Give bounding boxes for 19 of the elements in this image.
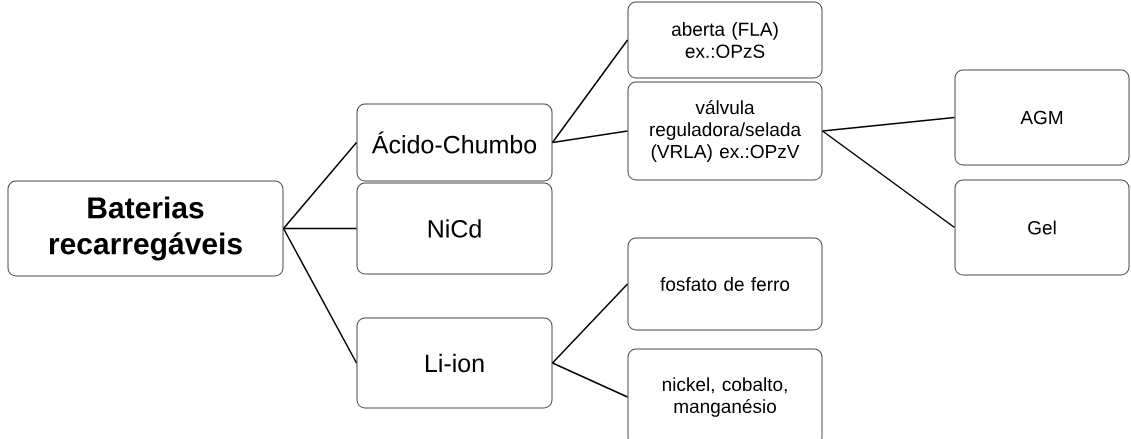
connector-line: [821, 116, 956, 132]
category-box: Gel: [954, 179, 1130, 276]
category-box: Li-ion: [356, 317, 553, 409]
category-box: nickel, cobalto, manganésio: [627, 348, 823, 439]
connector-line: [282, 227, 358, 230]
connector-line: [551, 362, 629, 398]
connector-line: [282, 141, 358, 230]
connector-line: [282, 227, 358, 364]
category-box: Ácido-Chumbo: [356, 103, 553, 182]
category-box: AGM: [954, 69, 1130, 166]
category-box: aberta (FLA) ex.:OPzS: [627, 1, 823, 79]
category-box: válvula reguladora/selada (VRLA) ex.:OPzV: [627, 81, 823, 181]
category-box: NiCd: [356, 182, 553, 275]
connector-line: [551, 39, 629, 144]
connector-line: [551, 283, 629, 364]
connector-line: [551, 130, 629, 144]
category-box: fosfato de ferro: [627, 237, 823, 331]
connector-line: [821, 130, 956, 229]
category-box: Baterias recarregáveis: [7, 180, 284, 277]
